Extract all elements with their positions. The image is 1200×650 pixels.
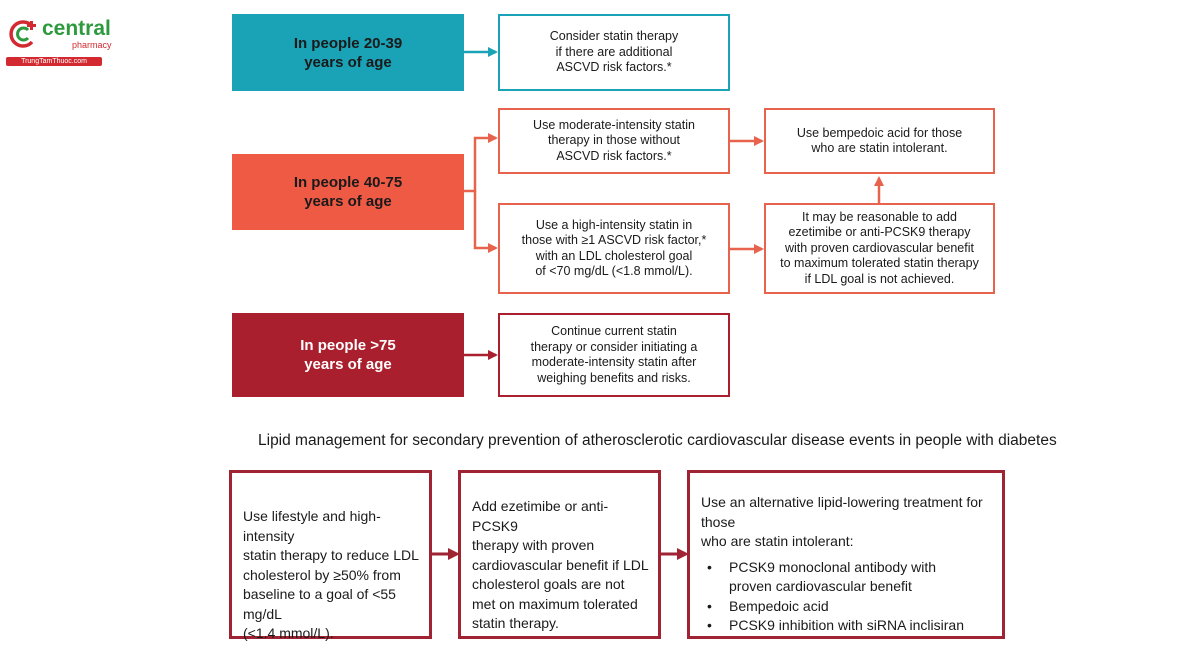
age-20-39-recommendation: Consider statin therapy if there are add… (498, 14, 730, 91)
secondary-step-2-text: Add ezetimibe or anti-PCSK9 therapy with… (472, 498, 649, 631)
secondary-step-3: Use an alternative lipid-lowering treatm… (687, 470, 1005, 639)
age-40-75-moderate-recommendation: Use moderate-intensity statin therapy in… (498, 108, 730, 174)
logo-sub: pharmacy (72, 40, 112, 50)
list-item: PCSK9 inhibition with siRNA inclisiran (707, 616, 994, 636)
secondary-step-1-text: Use lifestyle and high-intensity statin … (243, 508, 419, 641)
list-item: Bempedoic acid (707, 597, 994, 617)
ezetimibe-recommendation: It may be reasonable to add ezetimibe or… (764, 203, 995, 294)
secondary-prevention-title: Lipid management for secondary preventio… (258, 432, 1057, 449)
arrow-40-75-moderate (464, 133, 498, 193)
list-item: PCSK9 monoclonal antibody with proven ca… (707, 558, 994, 597)
age-over-75-box: In people >75 years of age (232, 313, 464, 397)
secondary-step-3-intro: Use an alternative lipid-lowering treatm… (701, 494, 983, 549)
age-over-75-recommendation: Continue current statin therapy or consi… (498, 313, 730, 397)
logo-mark-icon (9, 20, 36, 48)
secondary-step-2: Add ezetimibe or anti-PCSK9 therapy with… (458, 470, 661, 639)
bempedoic-recommendation: Use bempedoic acid for those who are sta… (764, 108, 995, 174)
secondary-step-1: Use lifestyle and high-intensity statin … (229, 470, 432, 641)
age-40-75-box: In people 40-75 years of age (232, 154, 464, 230)
logo-site: TrungTamThuoc.com (6, 57, 102, 66)
age-20-39-box: In people 20-39 years of age (232, 14, 464, 91)
age-40-75-high-recommendation: Use a high-intensity statin in those wit… (498, 203, 730, 294)
arrow-40-75-high (473, 191, 498, 253)
secondary-step-3-list: PCSK9 monoclonal antibody with proven ca… (701, 558, 994, 636)
logo-brand: central (42, 17, 111, 40)
